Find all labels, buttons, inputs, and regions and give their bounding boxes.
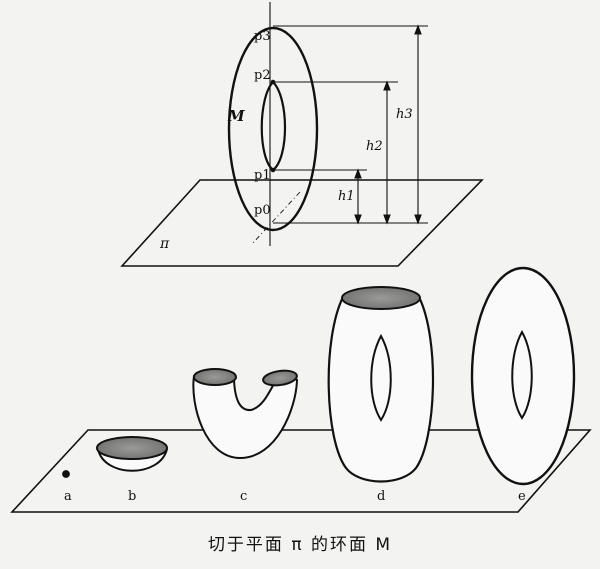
point-p1-dot: [270, 167, 276, 173]
plane-label-pi: π: [159, 236, 170, 252]
stage-label-b: b: [128, 489, 136, 504]
torus-hole: [260, 80, 287, 172]
point-label-p1: p1: [254, 168, 271, 183]
stage-b-bowl: [96, 436, 168, 472]
stage-label-e: e: [518, 489, 526, 504]
figure-caption: 切于平面 π 的环面 M: [207, 535, 393, 555]
height-label-h1: h1: [338, 189, 355, 204]
point-label-p2: p2: [254, 68, 271, 83]
bottom-figure: [10, 266, 592, 513]
point-label-p3: p3: [254, 29, 271, 44]
dimension-h3: [414, 24, 422, 225]
stage-d-cut-torus: [327, 286, 435, 483]
dimension-h1: [354, 168, 362, 225]
height-label-h2: h2: [366, 139, 383, 154]
top-figure: [120, 2, 484, 267]
top-labels: M π p3 p2 p1 p0 h3 h2 h1: [159, 29, 413, 252]
point-p2-dot: [270, 79, 276, 85]
dimension-h2: [383, 80, 391, 225]
torus-outer: [227, 26, 319, 232]
stage-label-a: a: [64, 489, 72, 504]
stage-label-d: d: [377, 489, 385, 504]
surface-label-M: M: [227, 107, 245, 125]
stage-label-c: c: [240, 489, 247, 504]
stage-c-u-tube: [192, 368, 299, 460]
height-label-h3: h3: [396, 107, 413, 122]
stage-a-point: [62, 470, 70, 478]
bottom-labels: a b c d e: [64, 489, 526, 504]
plane-pi: [120, 179, 484, 267]
stage-e-full-torus: [470, 266, 576, 486]
point-label-p0: p0: [254, 203, 271, 218]
